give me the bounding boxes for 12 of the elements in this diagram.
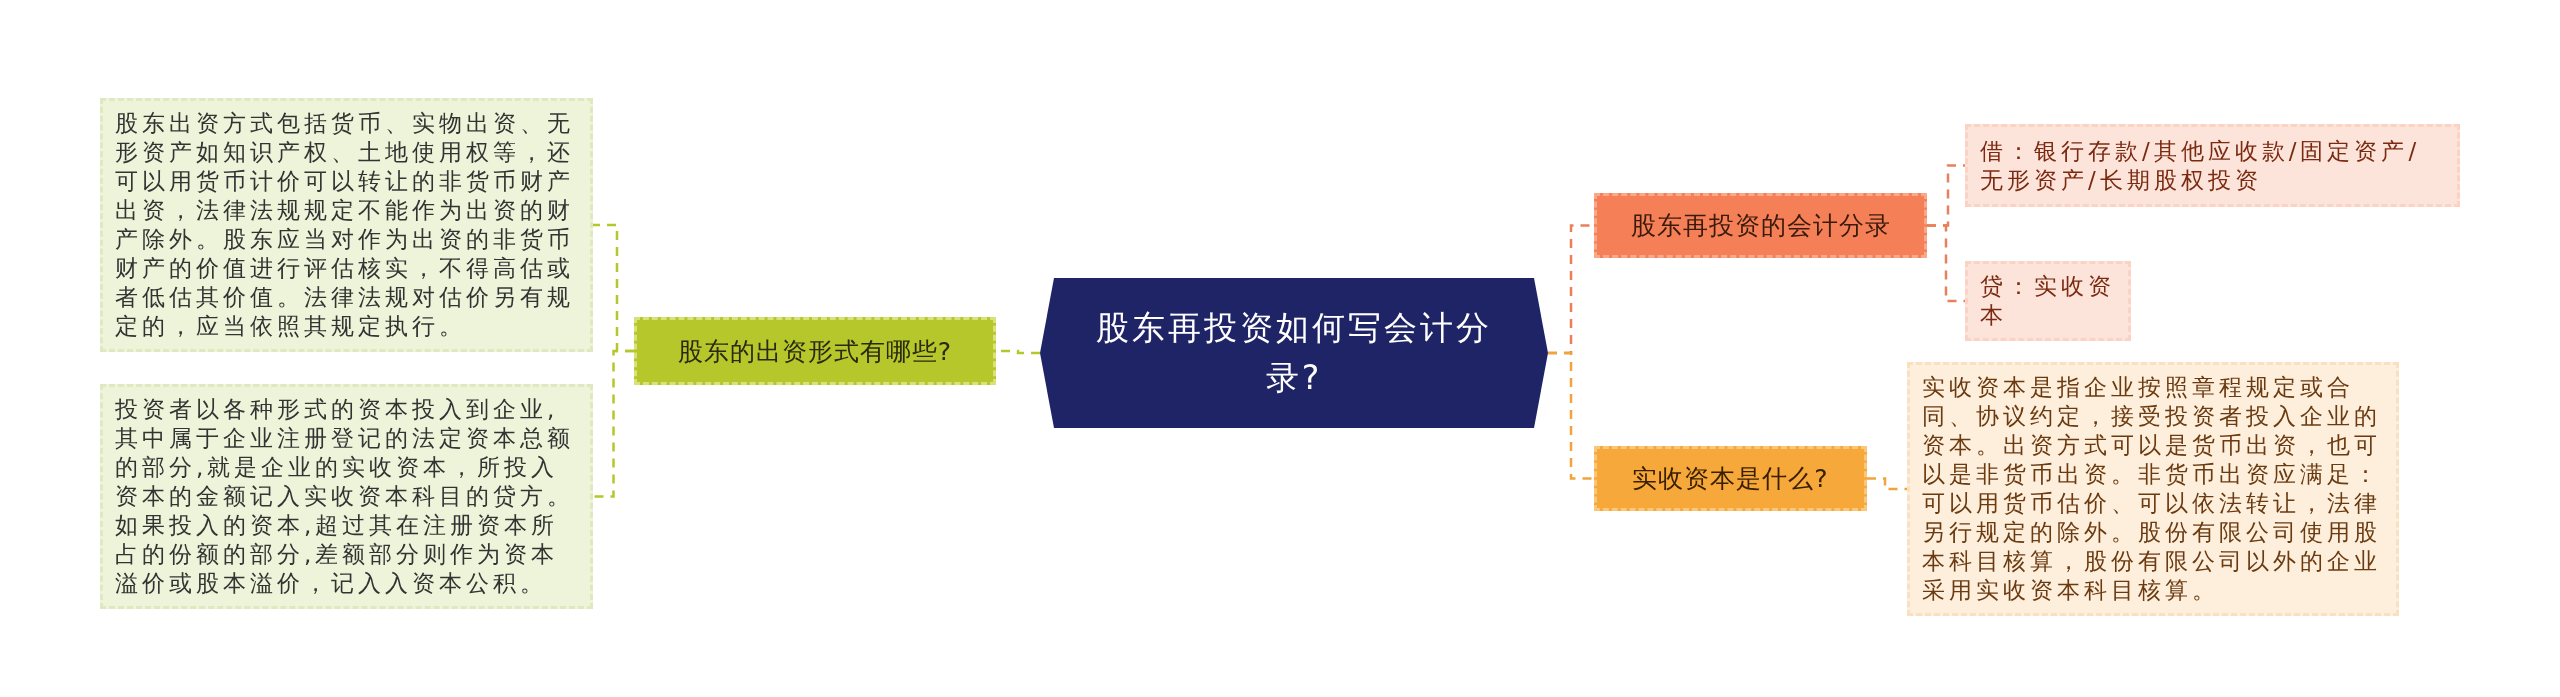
- note-box: 贷：实收资本: [1965, 261, 2131, 341]
- branch-topic-box: 股东再投资的会计分录: [1594, 193, 1927, 258]
- note-box: 实收资本是指企业按照章程规定或合同、协议约定，接受投资者投入企业的资本。出资方式可以是货币出资，也可以是非货币出资。非货币出资应满足：可以用货币估价、可以依法转让，法律另行规定的除外。股份有限公司使用股本科目核算，股份有限公司以外的企业采用实收资本科目核算。: [1907, 362, 2399, 616]
- note-box: 股东出资方式包括货币、实物出资、无形资产如知识产权、土地使用权等，还可以用货币计价可以转让的非货币财产出资，法律法规规定不能作为出资的财产除外。股东应当对作为出资的非货币财产的价值进行评估核实，不得高估或者低估其价值。法律法规对估价另有规定的，应当依照其规定执行。: [100, 98, 593, 352]
- connector-line: [1867, 477, 1907, 491]
- branch-topic-box: 股东的出资形式有哪些?: [634, 317, 996, 385]
- branch-topic-box: 实收资本是什么?: [1594, 446, 1867, 511]
- note-box: 投资者以各种形式的资本投入到企业,其中属于企业注册登记的法定资本总额的部分,就是企业的实收资本，所投入资本的金额记入实收资本科目的贷方。如果投入的资本,超过其在注册资本所占的份额的部分,差额部分则作为资本溢价或股本溢价，记入入资本公积。: [100, 384, 593, 609]
- connector-line: [1548, 351, 1594, 480]
- connector-line: [593, 349, 634, 498]
- connector-line: [1927, 224, 1965, 303]
- note-box: 借：银行存款/其他应收款/固定资产/无形资产/长期股权投资: [1965, 124, 2460, 207]
